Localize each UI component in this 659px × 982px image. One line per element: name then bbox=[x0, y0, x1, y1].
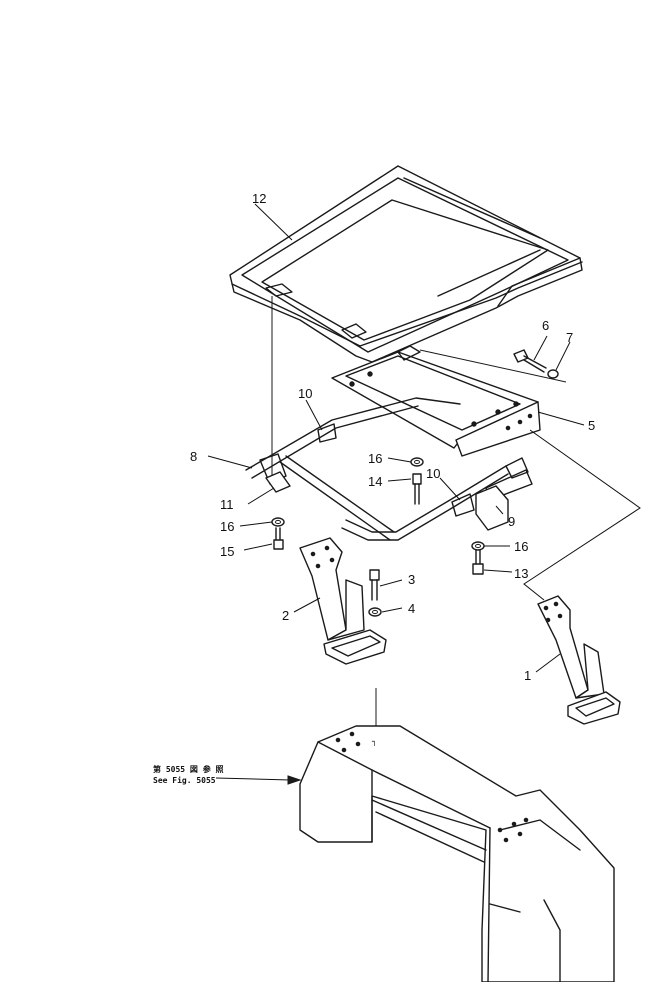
callout-leaders bbox=[207, 203, 585, 673]
callout-16a: 16 bbox=[368, 451, 382, 466]
lower-frame bbox=[299, 725, 615, 982]
reference-arrow bbox=[215, 777, 291, 781]
callout-8: 8 bbox=[190, 449, 197, 464]
seat-stand-left bbox=[299, 537, 387, 665]
callout-7: 7 bbox=[566, 330, 573, 345]
callout-10a: 10 bbox=[298, 386, 312, 401]
callout-13: 13 bbox=[514, 566, 528, 581]
callout-9: 9 bbox=[508, 514, 515, 529]
seat-stand-right bbox=[537, 595, 621, 725]
bolt-15 bbox=[273, 527, 284, 550]
callout-4: 4 bbox=[408, 601, 415, 616]
bolt-3 bbox=[369, 569, 380, 601]
callout-3: 3 bbox=[408, 572, 415, 587]
callout-16b: 16 bbox=[220, 519, 234, 534]
bolt-14 bbox=[412, 473, 422, 505]
callout-6: 6 bbox=[542, 318, 549, 333]
clamp bbox=[265, 471, 291, 493]
washer-16-upper bbox=[410, 457, 424, 467]
leader-line bbox=[523, 429, 641, 601]
bolt-13 bbox=[472, 549, 484, 575]
washer-16-left bbox=[271, 517, 285, 527]
reference-note-en: See Fig. 5055 bbox=[153, 775, 216, 785]
callout-2: 2 bbox=[282, 608, 289, 623]
callout-1: 1 bbox=[524, 668, 531, 683]
callout-16c: 16 bbox=[514, 539, 528, 554]
callout-10b: 10 bbox=[426, 466, 440, 481]
seat-plate bbox=[331, 345, 567, 457]
lever-plate bbox=[475, 485, 509, 531]
callout-11: 11 bbox=[220, 497, 234, 512]
washer-7 bbox=[547, 369, 559, 379]
small-marker: ┐ bbox=[371, 737, 377, 747]
seat-cushion bbox=[229, 165, 583, 363]
callout-15: 15 bbox=[220, 544, 234, 559]
bolt-6 bbox=[513, 349, 547, 373]
callout-5: 5 bbox=[588, 418, 595, 433]
reference-note-jp: 第 5055 図 参 照 bbox=[153, 764, 224, 774]
callout-12: 12 bbox=[252, 191, 266, 206]
arrow-head bbox=[287, 775, 302, 785]
washer-16-right bbox=[471, 541, 485, 551]
washer-4 bbox=[368, 607, 382, 617]
callout-14: 14 bbox=[368, 474, 382, 489]
